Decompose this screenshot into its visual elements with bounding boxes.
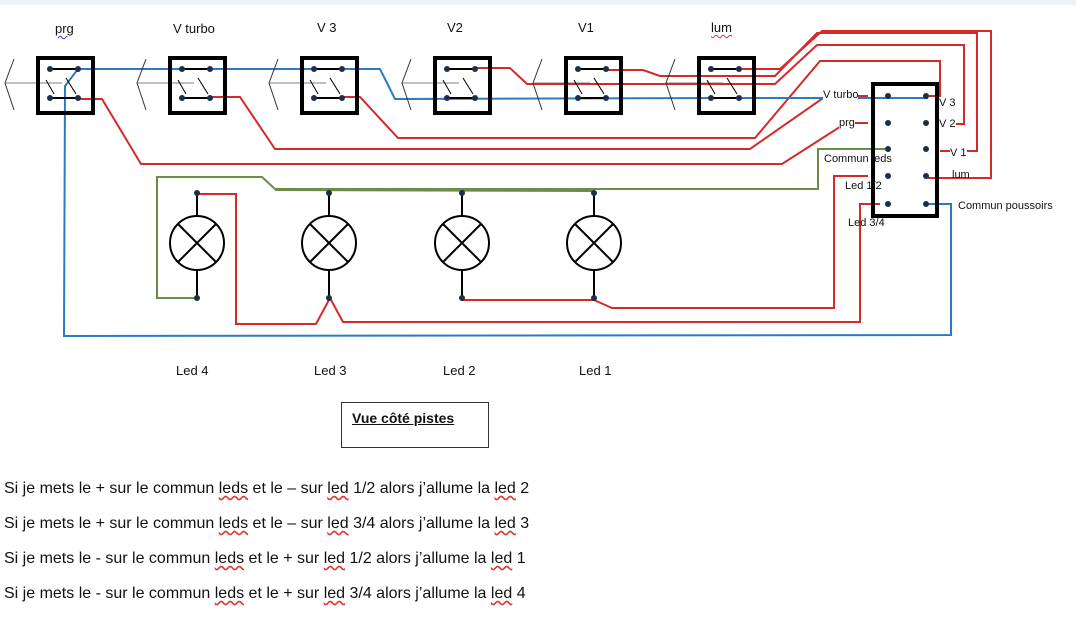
- pin-label-commun-poussoirs: Commun poussoirs: [958, 200, 1053, 212]
- wire-v2: [477, 44, 965, 125]
- connector-block: [871, 82, 939, 218]
- rule-text: leds: [214, 550, 245, 567]
- led-label-3: Led 3: [314, 363, 347, 378]
- rule-text: Si je mets le + sur le commun: [4, 480, 219, 497]
- wire-v1: [606, 32, 978, 152]
- rule-text: leds: [218, 515, 249, 532]
- connector-pin: [923, 120, 929, 126]
- wire-prg: [78, 98, 868, 165]
- rule-line: Si je mets le + sur le commun leds et le…: [4, 515, 529, 533]
- rule-text: led: [323, 550, 346, 567]
- rule-text: 3/4 alors j’allume la: [345, 585, 491, 602]
- connector-pin: [885, 173, 891, 179]
- connector-pin: [885, 146, 891, 152]
- connector-pin: [923, 201, 929, 207]
- led-lamp-4: [169, 190, 225, 301]
- switch-label-v2: V2: [447, 20, 463, 35]
- rule-text: 2: [515, 480, 530, 497]
- wire-v3: [343, 60, 941, 139]
- rule-text: 1/2 alors j’allume la: [348, 480, 495, 497]
- title-box: Vue côté pistes: [341, 402, 489, 448]
- switch-label-lum: lum: [711, 20, 732, 35]
- switch-label-v1: V1: [578, 20, 594, 35]
- rule-text: 1: [512, 550, 526, 567]
- rule-text: leds: [218, 480, 249, 497]
- led-lamp-3: [301, 190, 357, 301]
- pin-label-prg: prg: [839, 117, 855, 129]
- connector-pin: [923, 93, 929, 99]
- rule-line: Si je mets le + sur le commun leds et le…: [4, 480, 529, 498]
- wire-led12: [800, 175, 868, 309]
- pin-label-v3: V 3: [939, 97, 956, 109]
- rule-text: Si je mets le - sur le commun: [4, 585, 215, 602]
- rule-text: Si je mets le - sur le commun: [4, 550, 215, 567]
- top-band: [0, 0, 1076, 5]
- rule-text: et le – sur: [248, 480, 328, 497]
- rule-text: leds: [214, 585, 245, 602]
- rule-line: Si je mets le - sur le commun leds et le…: [4, 550, 526, 568]
- switch-label-v3: V 3: [317, 20, 337, 35]
- connector-pin: [885, 93, 891, 99]
- led-lamp-1: [566, 190, 622, 301]
- wire-commun-poussoirs: [78, 68, 928, 101]
- title-box-text: Vue côté pistes: [352, 410, 455, 426]
- rule-text: led: [323, 585, 346, 602]
- pin-label-led34: Led 3/4: [848, 217, 885, 229]
- connector-pin: [885, 201, 891, 207]
- rule-text: led: [327, 515, 349, 532]
- rule-text: led: [490, 585, 513, 602]
- rule-text: 4: [512, 585, 526, 602]
- led-label-2: Led 2: [443, 363, 476, 378]
- wire-commun-leds: [156, 148, 885, 299]
- switch-label-prg: prg: [55, 21, 74, 36]
- rule-text: 3: [515, 515, 530, 532]
- rule-text: et le + sur: [244, 585, 324, 602]
- connector-pin: [885, 120, 891, 126]
- rule-text: led: [494, 515, 516, 532]
- rule-line: Si je mets le - sur le commun leds et le…: [4, 585, 526, 603]
- rule-text: led: [327, 480, 349, 497]
- rule-text: et le – sur: [248, 515, 328, 532]
- pin-label-led12: Led 1/2: [845, 180, 882, 192]
- pushbutton-switch-v3: [268, 56, 359, 115]
- rule-text: 3/4 alors j’allume la: [348, 515, 495, 532]
- pushbutton-switch-prg: [4, 56, 95, 115]
- rule-text: et le + sur: [244, 550, 324, 567]
- led-label-4: Led 4: [176, 363, 209, 378]
- connector-pin: [923, 146, 929, 152]
- pin-label-lum: lum: [952, 169, 970, 181]
- wire-led34: [198, 193, 880, 325]
- leds: [169, 190, 622, 301]
- switches: [4, 56, 756, 115]
- rule-text: led: [494, 480, 516, 497]
- pin-label-v1: V 1: [950, 147, 967, 159]
- pin-label-commun-leds: Commun leds: [824, 153, 892, 165]
- pushbutton-switch-v1: [532, 56, 623, 115]
- pin-label-v2: V 2: [939, 118, 956, 130]
- pushbutton-switch-lum: [665, 56, 756, 115]
- switch-label-vturbo: V turbo: [173, 21, 215, 36]
- led-label-1: Led 1: [579, 363, 612, 378]
- rule-text: led: [490, 550, 513, 567]
- pin-label-vturbo: V turbo: [823, 89, 859, 101]
- rule-text: 1/2 alors j’allume la: [345, 550, 491, 567]
- led-lamp-2: [434, 190, 490, 301]
- connector-pin: [923, 173, 929, 179]
- rule-text: Si je mets le + sur le commun: [4, 515, 219, 532]
- wiring-diagram: [4, 30, 992, 338]
- pushbutton-switch-vturbo: [136, 56, 227, 115]
- pushbutton-switch-v2: [401, 56, 492, 115]
